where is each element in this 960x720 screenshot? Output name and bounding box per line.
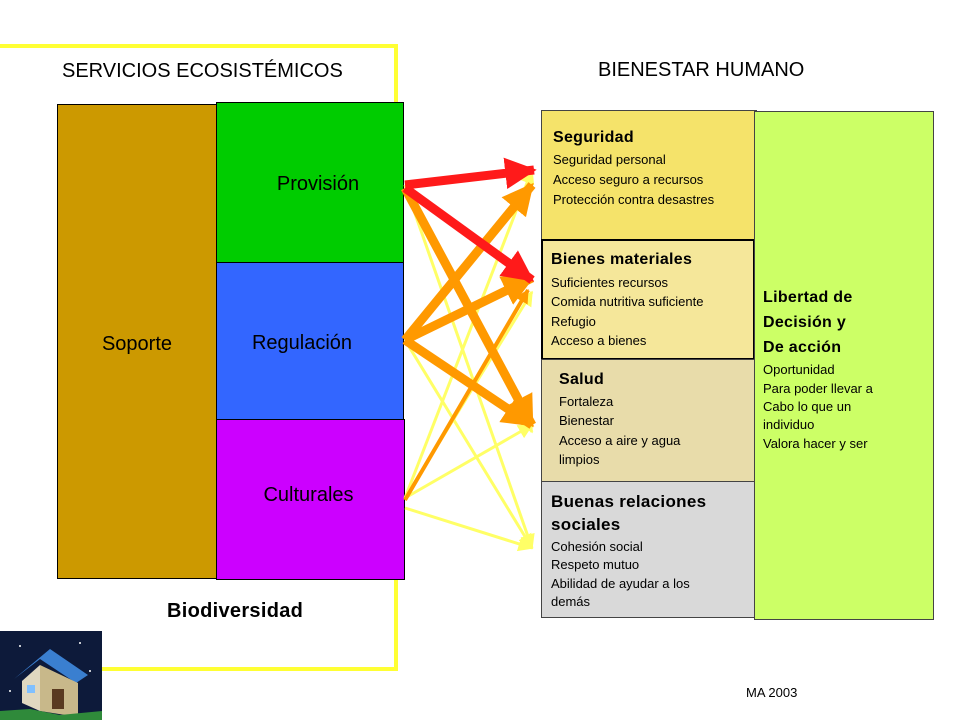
regulacion-label: Regulación — [251, 332, 353, 354]
regulacion-block: Regulación — [216, 262, 404, 420]
libertad-title: Libertad de Decisión y De acción — [763, 285, 853, 360]
seguridad-item: Acceso seguro a recursos — [553, 172, 704, 187]
bienes-item: Suficientes recursos — [551, 275, 669, 290]
arrow-provision-relaciones — [403, 184, 535, 550]
soporte-label: Soporte — [101, 333, 173, 355]
arrow-culturales-relaciones — [404, 506, 534, 552]
arrow-provision-seguridad — [404, 157, 537, 190]
seguridad-item: Seguridad personal — [553, 152, 666, 167]
salud-item: limpios — [559, 452, 600, 467]
libertad-item: Oportunidad — [763, 362, 835, 377]
culturales-block: Culturales — [216, 419, 405, 580]
bienes-item: Refugio — [551, 314, 596, 329]
relaciones-item: Abilidad de ayudar a los — [551, 576, 690, 591]
salud-item: Fortaleza — [559, 394, 614, 409]
salud-item: Bienestar — [559, 413, 614, 428]
bienes-item: Comida nutritiva suficiente — [551, 294, 704, 309]
relaciones-title: Buenas relaciones sociales — [551, 490, 706, 536]
soporte-block: Soporte — [57, 104, 217, 579]
arrow-culturales-seguridad — [403, 168, 535, 499]
relaciones-item: demás — [551, 594, 591, 609]
seguridad-item: Protección contra desastres — [553, 192, 715, 207]
arrow-culturales-salud — [404, 423, 534, 500]
arrow-provision-bienes — [402, 184, 535, 284]
libertad-item: Valora hacer y ser — [763, 436, 868, 451]
services-heading: SERVICIOS ECOSISTÉMICOS — [62, 60, 343, 82]
bienes-title: Bienes materiales — [551, 251, 693, 268]
culturales-label: Culturales — [263, 484, 354, 506]
libertad-item: Para poder llevar a — [763, 381, 873, 396]
wellbeing-heading: BIENESTAR HUMANO — [598, 59, 805, 81]
libertad-title-line: Libertad de — [763, 289, 853, 306]
arrow-culturales-bienes-orange — [403, 288, 530, 502]
seguridad-box: Seguridad Seguridad personal Acceso segu… — [541, 110, 757, 240]
provision-block: Provisión — [216, 102, 404, 263]
seguridad-title: Seguridad — [553, 129, 634, 146]
libertad-item: Cabo lo que un — [763, 399, 852, 414]
source-label: MA 2003 — [746, 685, 798, 700]
relaciones-title-line: Buenas relaciones — [551, 492, 707, 511]
house-logo-graphic — [0, 642, 102, 720]
salud-item: Acceso a aire y agua — [559, 433, 681, 448]
arrow-provision-salud-orange — [401, 185, 536, 428]
libertad-title-line: De acción — [763, 339, 842, 356]
bienes-item: Acceso a bienes — [551, 333, 647, 348]
libertad-title-line: Decisión y — [763, 314, 847, 331]
biodiversidad-label: Biodiversidad — [167, 600, 304, 622]
relaciones-box: Buenas relaciones sociales Cohesión soci… — [541, 481, 755, 618]
arrow-regulacion-seguridad — [401, 182, 536, 343]
salud-title: Salud — [559, 371, 605, 388]
salud-box: Salud Fortaleza Bienestar Acceso a aire … — [541, 359, 755, 482]
relaciones-item: Respeto mutuo — [551, 557, 640, 572]
arrow-regulacion-relaciones — [403, 339, 534, 550]
provision-label: Provisión — [276, 173, 360, 195]
relaciones-item: Cohesión social — [551, 539, 643, 554]
libertad-box: Libertad de Decisión y De acción Oportun… — [754, 111, 934, 620]
relaciones-title-line: sociales — [551, 515, 621, 534]
libertad-item: individuo — [763, 417, 815, 432]
house-logo-icon — [0, 631, 102, 720]
